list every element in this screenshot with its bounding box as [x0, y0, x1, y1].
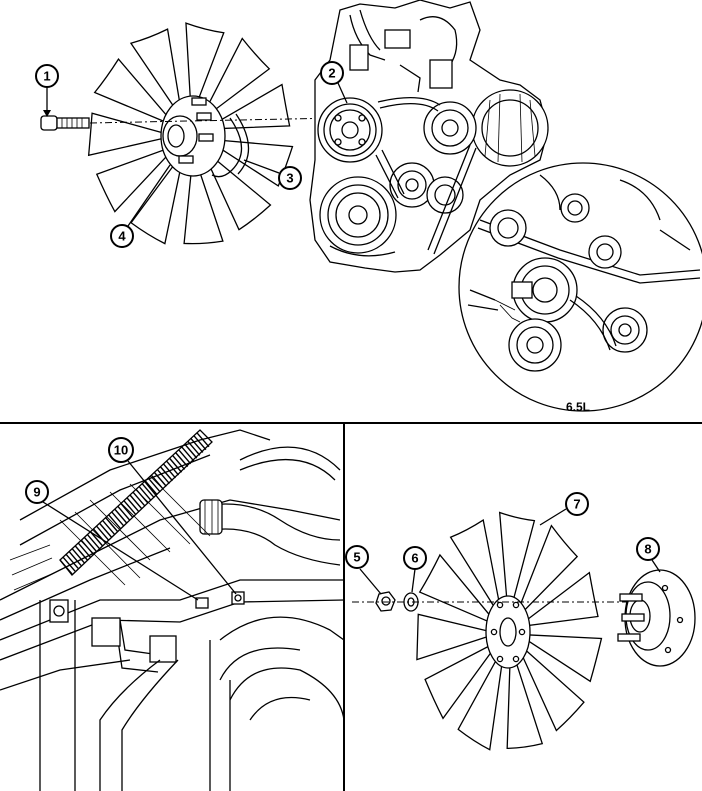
- callout-7: 7: [539, 492, 589, 526]
- radiator-fin: [159, 466, 173, 482]
- fan-clutch-ring: [211, 117, 243, 178]
- fan-blade: [205, 154, 272, 231]
- radiator-fin: [153, 471, 167, 487]
- radiator-fin: [172, 454, 186, 470]
- callout-6: 6: [403, 546, 427, 593]
- engine-label: 6.5L: [566, 400, 590, 414]
- radiator-fin: [68, 551, 82, 566]
- svg-text:3: 3: [286, 171, 293, 186]
- svg-text:7: 7: [573, 497, 580, 512]
- fan-blade: [424, 643, 495, 720]
- fan-blade: [416, 613, 491, 661]
- svg-text:6: 6: [411, 551, 418, 566]
- callout-5: 5: [345, 545, 382, 595]
- radiator-fin: [147, 477, 161, 493]
- radiator-fin: [86, 534, 100, 550]
- radiator-fin: [120, 503, 134, 518]
- fan-blade: [214, 83, 291, 130]
- fan-assembly-top: [87, 22, 294, 245]
- radiator-fin: [138, 486, 152, 501]
- fan-blade: [498, 511, 536, 610]
- alignment-line-top: [89, 117, 339, 124]
- radiator-fin: [117, 505, 131, 521]
- svg-text:5: 5: [353, 550, 360, 565]
- radiator-fin: [99, 522, 113, 538]
- svg-text:9: 9: [33, 485, 40, 500]
- fan-blade: [457, 652, 504, 751]
- fan-blade: [95, 148, 170, 213]
- radiator-fin: [65, 553, 79, 569]
- radiator-fin: [129, 494, 143, 510]
- svg-text:1: 1: [43, 69, 50, 84]
- radiator-fin: [111, 511, 125, 527]
- fan-blade: [87, 112, 164, 157]
- callout-2: 2: [320, 61, 348, 104]
- radiator-fin: [89, 531, 103, 547]
- radiator-fin: [71, 548, 85, 564]
- top-panel: 6.5L 1 2 3 4: [35, 0, 702, 414]
- fan-blade: [418, 553, 494, 624]
- radiator-fin: [144, 480, 158, 496]
- radiator-fin: [156, 469, 170, 485]
- fan-blade: [93, 58, 169, 123]
- callout-4: 4: [110, 164, 171, 248]
- radiator-fin: [169, 457, 183, 473]
- inset-detail-6-5l: [458, 162, 702, 412]
- fan-assembly-bottom: [416, 511, 603, 751]
- callout-10: 10: [108, 437, 237, 595]
- radiator-fin: [105, 517, 119, 533]
- radiator-fin: [181, 446, 195, 462]
- radiator-fin: [95, 525, 110, 541]
- radiator-fin: [126, 497, 140, 513]
- fan-blade: [449, 518, 502, 614]
- fan-blade: [524, 571, 599, 627]
- fan-blade: [516, 524, 579, 616]
- fan-clutch-hub: [617, 569, 696, 667]
- fan-blade: [519, 646, 585, 732]
- radiator-fin: [114, 508, 128, 524]
- radiator-fin: [141, 483, 155, 499]
- callout-8: 8: [636, 537, 661, 573]
- radiator-fin: [123, 500, 137, 516]
- callout-9: 9: [25, 480, 199, 601]
- fan-blade: [525, 634, 603, 683]
- callout-3: 3: [243, 159, 302, 190]
- svg-text:4: 4: [118, 229, 126, 244]
- radiator-fin: [165, 460, 180, 476]
- fan-hub-top: [160, 95, 226, 177]
- fan-blade: [185, 22, 225, 107]
- bottom-right-panel: 5 6 7 8: [345, 492, 696, 751]
- radiator-fin: [193, 435, 207, 451]
- svg-text:2: 2: [328, 66, 335, 81]
- radiator-fin: [108, 514, 122, 530]
- callout-1: 1: [35, 64, 59, 117]
- fan-blade: [129, 28, 182, 111]
- radiator-fin: [190, 438, 204, 453]
- radiator-fin: [77, 542, 91, 558]
- bottom-left-panel: 9 10: [0, 429, 345, 791]
- radiator-fin: [83, 536, 97, 552]
- radiator-core: [59, 429, 213, 576]
- radiator-fin: [102, 519, 116, 535]
- radiator-fin: [62, 556, 76, 572]
- engine-front: [309, 0, 549, 273]
- fan-blade: [183, 163, 224, 245]
- svg-text:8: 8: [644, 542, 651, 557]
- fan-blade: [130, 160, 183, 245]
- radiator-fin: [132, 491, 146, 507]
- svg-text:10: 10: [114, 443, 128, 458]
- fan-blade: [506, 654, 544, 750]
- radiator-fin: [178, 449, 192, 465]
- fan-bolt: [40, 115, 90, 131]
- radiator-fin: [184, 443, 198, 459]
- fan-blade: [204, 37, 271, 115]
